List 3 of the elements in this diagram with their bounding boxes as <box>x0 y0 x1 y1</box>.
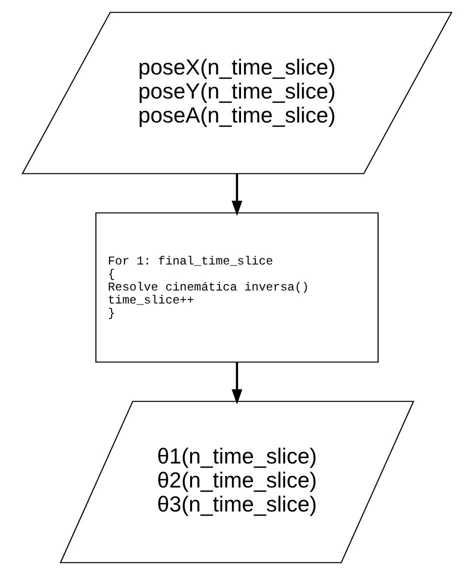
node-box: For 1: final_time_slice { Resolve cinemática inversa() time_slice++ } <box>95 212 379 363</box>
arrow <box>232 174 242 216</box>
arrow <box>232 362 242 405</box>
